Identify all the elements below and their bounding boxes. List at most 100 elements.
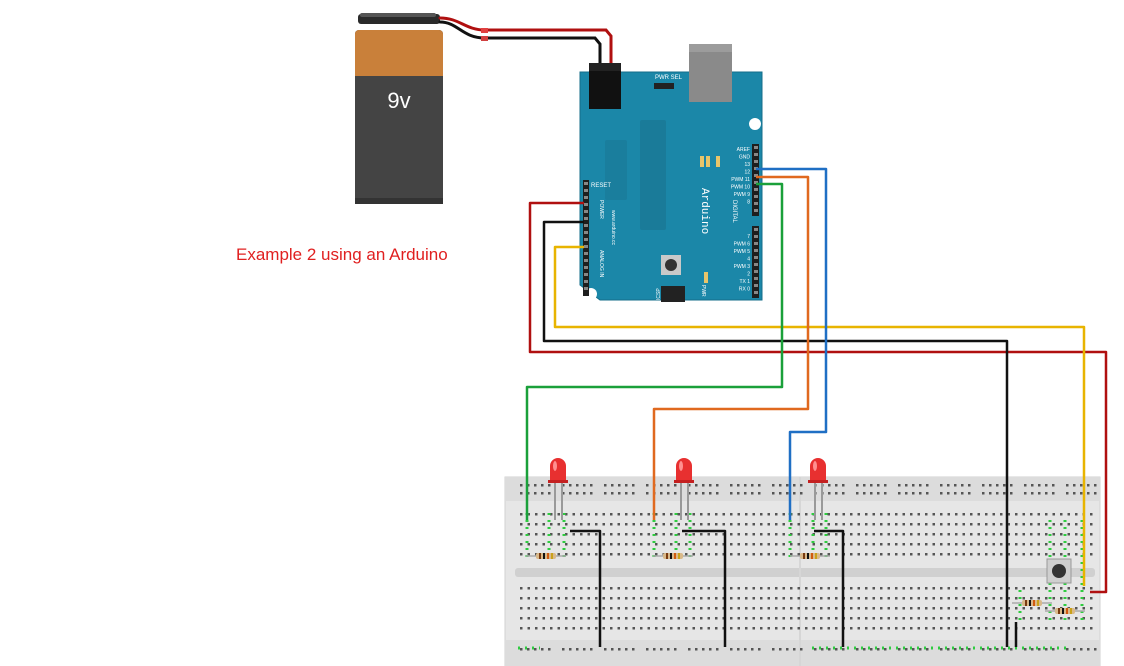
breadboard-hole: [932, 587, 935, 590]
breadboard-hole: [827, 553, 830, 556]
breadboard-hole: [947, 533, 950, 536]
breadboard-hole: [902, 607, 905, 610]
breadboard-hole: [1052, 617, 1055, 620]
breadboard-hole: [662, 543, 665, 546]
breadboard-hole: [850, 617, 853, 620]
breadboard-hole: [1022, 533, 1025, 536]
breadboard-hole: [737, 617, 740, 620]
breadboard-hole: [1007, 617, 1010, 620]
pin-label: 13: [744, 162, 750, 168]
breadboard-hole: [1045, 597, 1048, 600]
breadboard-hole: [745, 607, 748, 610]
breadboard-hole: [715, 543, 718, 546]
breadboard-hole: [580, 587, 583, 590]
breadboard-hole: [534, 484, 537, 487]
breadboard-hole: [1031, 484, 1034, 487]
breadboard-hole: [580, 553, 583, 556]
breadboard-hole: [610, 523, 613, 526]
breadboard-hole: [800, 492, 803, 495]
breadboard-hole: [1022, 513, 1025, 516]
breadboard-hole: [887, 543, 890, 546]
breadboard-hole: [828, 648, 831, 651]
header-pin: [584, 238, 588, 241]
breadboard-hole: [835, 553, 838, 556]
breadboard-hole: [767, 513, 770, 516]
breadboard-hole: [745, 543, 748, 546]
breadboard-hole: [1010, 492, 1013, 495]
breadboard-hole: [730, 607, 733, 610]
breadboard-hole: [940, 597, 943, 600]
breadboard-hole: [1090, 607, 1093, 610]
breadboard-hole: [947, 553, 950, 556]
breadboard-hole: [647, 627, 650, 630]
breadboard-hole: [985, 587, 988, 590]
breadboard-hole: [745, 533, 748, 536]
led-icon: [674, 458, 694, 520]
breadboard-hole: [962, 587, 965, 590]
breadboard-hole: [857, 597, 860, 600]
breadboard-hole: [760, 627, 763, 630]
breadboard-hole: [557, 607, 560, 610]
breadboard-hole: [709, 492, 712, 495]
breadboard-hole: [527, 513, 530, 516]
breadboard-hole: [677, 513, 680, 516]
breadboard-hole: [737, 492, 740, 495]
header-pin: [584, 280, 588, 283]
breadboard-hole: [730, 513, 733, 516]
breadboard-hole: [557, 543, 560, 546]
breadboard-hole: [677, 523, 680, 526]
breadboard-hole: [670, 513, 673, 516]
breadboard-hole: [587, 587, 590, 590]
breadboard-hole: [910, 533, 913, 536]
breadboard-hole: [820, 533, 823, 536]
icsp-label: ICSP: [656, 288, 662, 300]
breadboard-hole: [617, 607, 620, 610]
breadboard-hole: [576, 484, 579, 487]
breadboard-hole: [1030, 533, 1033, 536]
breadboard-hole: [996, 492, 999, 495]
pin-label: 8: [747, 200, 750, 206]
analog-header: ANALOG IN: [598, 250, 604, 278]
breadboard-hole: [737, 587, 740, 590]
breadboard-hole: [1000, 617, 1003, 620]
breadboard-hole: [977, 587, 980, 590]
breadboard-hole: [760, 597, 763, 600]
breadboard-hole: [1060, 533, 1063, 536]
breadboard-hole: [520, 484, 523, 487]
breadboard-hole: [692, 607, 695, 610]
breadboard-hole: [872, 587, 875, 590]
breadboard-hole: [730, 648, 733, 651]
breadboard-hole: [1060, 597, 1063, 600]
breadboard-hole: [872, 513, 875, 516]
breadboard-hole: [602, 523, 605, 526]
breadboard-hole: [1030, 597, 1033, 600]
breadboard-hole: [962, 553, 965, 556]
breadboard-hole: [557, 627, 560, 630]
breadboard-hole: [1080, 492, 1083, 495]
breadboard-hole: [805, 607, 808, 610]
breadboard-hole: [947, 492, 950, 495]
breadboard-hole: [877, 484, 880, 487]
breadboard-hole: [1015, 597, 1018, 600]
header-pin: [754, 235, 758, 238]
breadboard-hole: [968, 648, 971, 651]
breadboard-hole: [662, 587, 665, 590]
breadboard-hole: [1022, 607, 1025, 610]
battery-label: 9v: [387, 88, 410, 113]
breadboard-hole: [962, 597, 965, 600]
breadboard-hole: [541, 648, 544, 651]
breadboard-hole: [541, 484, 544, 487]
breadboard-hole: [962, 533, 965, 536]
breadboard-hole: [947, 587, 950, 590]
breadboard-hole: [835, 533, 838, 536]
breadboard-hole: [786, 484, 789, 487]
breadboard-hole: [572, 523, 575, 526]
breadboard-hole: [587, 607, 590, 610]
breadboard-hole: [647, 513, 650, 516]
breadboard-hole: [550, 513, 553, 516]
breadboard-hole: [625, 617, 628, 620]
breadboard-hole: [550, 617, 553, 620]
header-pin: [754, 270, 758, 273]
breadboard-hole: [550, 523, 553, 526]
